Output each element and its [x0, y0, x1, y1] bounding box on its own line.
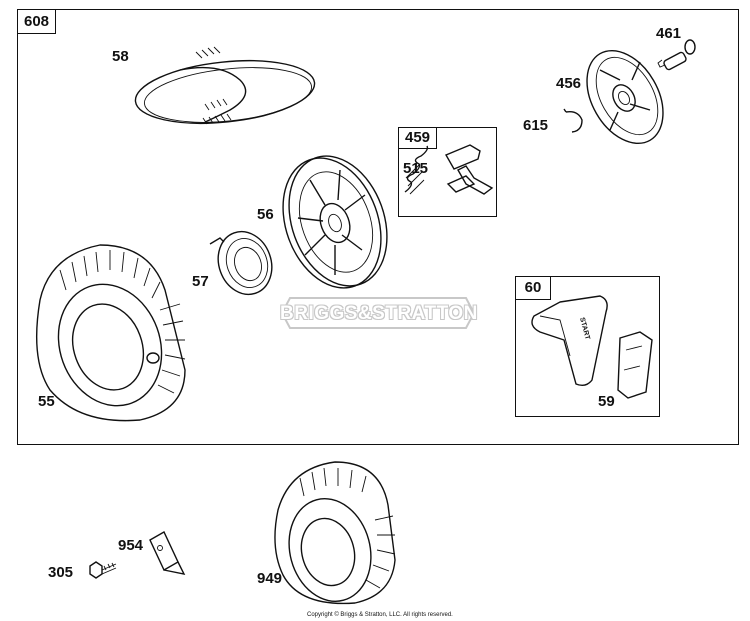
- starter-housing-55-drawing: [36, 244, 186, 422]
- retaining-ring-615-drawing: [563, 108, 583, 133]
- bracket-954-drawing: [149, 531, 186, 575]
- part-label-57: 57: [192, 273, 209, 290]
- group-60-label: 60: [516, 277, 551, 300]
- part-label-58: 58: [112, 48, 129, 65]
- pulley-plate-456-drawing: [586, 49, 664, 145]
- part-label-949: 949: [257, 570, 283, 587]
- handle-insert-59-drawing: [617, 331, 653, 399]
- starter-housing-949-drawing: [274, 461, 396, 605]
- shoulder-bolt-461-drawing: [657, 39, 696, 71]
- handle-start-text: START: [578, 317, 591, 342]
- group-608-frame: [17, 9, 739, 445]
- group-60-frame: [515, 276, 660, 417]
- part-label-456: 456: [556, 75, 582, 92]
- watermark-shape: [280, 297, 476, 329]
- group-608-label: 608: [18, 10, 56, 34]
- part-label-461: 461: [656, 25, 682, 42]
- part-label-515: 515: [403, 160, 429, 177]
- part-label-615: 615: [523, 117, 549, 134]
- pulley-56-drawing: [282, 155, 388, 289]
- part-label-55: 55: [38, 393, 55, 410]
- briggs-stratton-watermark: BRIGGS&STRATTON: [280, 296, 478, 330]
- spring-515-drawing: [404, 145, 429, 195]
- watermark-text: BRIGGS&STRATTON: [280, 303, 478, 324]
- rope-58-drawing: [134, 46, 316, 125]
- screw-305-drawing: [89, 561, 117, 579]
- starter-handle-60-drawing: START: [531, 295, 608, 387]
- part-label-56: 56: [257, 206, 274, 223]
- copyright-notice: Copyright © Briggs & Stratton, LLC. All …: [307, 612, 453, 618]
- group-459-label: 459: [399, 128, 437, 149]
- part-label-59: 59: [598, 393, 615, 410]
- pawls-515-drawing: [444, 144, 494, 195]
- rewind-spring-57-drawing: [209, 230, 273, 296]
- group-459-frame: [398, 127, 497, 217]
- part-label-954: 954: [118, 537, 144, 554]
- part-label-305: 305: [48, 564, 74, 581]
